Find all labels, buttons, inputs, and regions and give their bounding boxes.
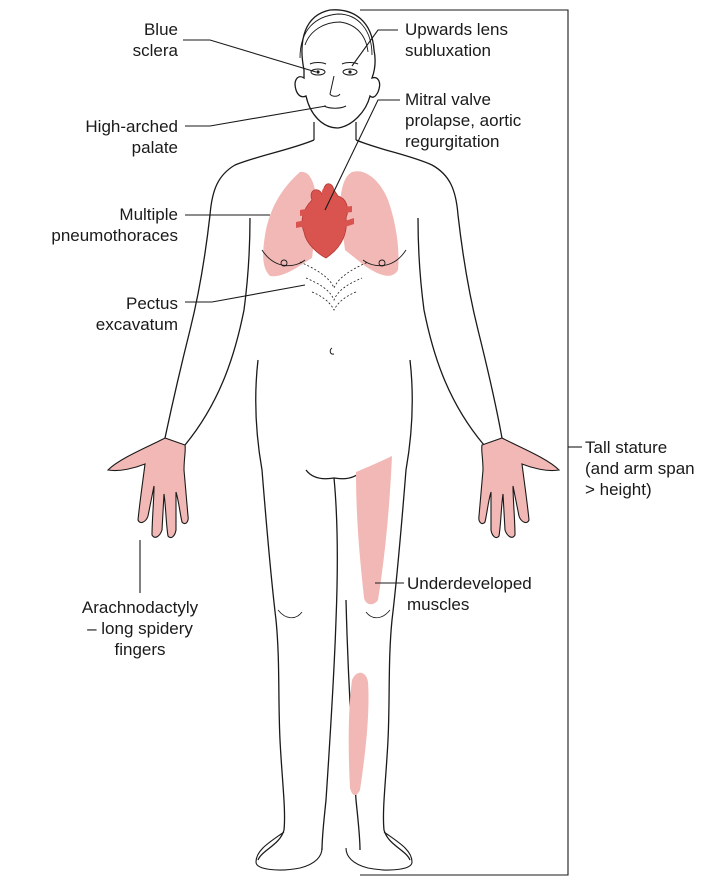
label-arachnodactyly: Arachnodactyly – long spidery fingers	[60, 597, 220, 660]
label-underdeveloped-muscles: Underdeveloped muscles	[407, 573, 532, 615]
torso-outline	[165, 140, 502, 438]
head	[295, 10, 380, 128]
nose	[330, 76, 340, 96]
label-lens-subluxation: Upwards lens subluxation	[405, 19, 508, 61]
neck	[314, 122, 356, 140]
mouth	[324, 106, 346, 108]
pectus-lines	[300, 262, 368, 310]
label-blue-sclera: Blue sclera	[110, 19, 178, 61]
navel	[330, 348, 334, 354]
label-tall-stature: Tall stature (and arm span > height)	[585, 437, 695, 500]
inner-arm-left	[185, 218, 250, 445]
legs-outline	[256, 360, 413, 860]
label-high-arched-palate: High-arched palate	[60, 116, 178, 158]
knees	[278, 610, 390, 618]
leader-blue-sclera	[183, 40, 316, 72]
label-mitral-valve: Mitral valve prolapse, aortic regurgitat…	[405, 89, 521, 152]
calf-muscle	[349, 673, 369, 795]
thigh-muscle	[356, 456, 392, 604]
inner-arm-right	[418, 218, 484, 445]
right-hand	[479, 438, 559, 538]
label-pneumothoraces: Multiple pneumothoraces	[20, 204, 178, 246]
leader-palate	[185, 106, 326, 126]
left-hand	[108, 438, 188, 538]
label-pectus-excavatum: Pectus excavatum	[80, 293, 178, 335]
